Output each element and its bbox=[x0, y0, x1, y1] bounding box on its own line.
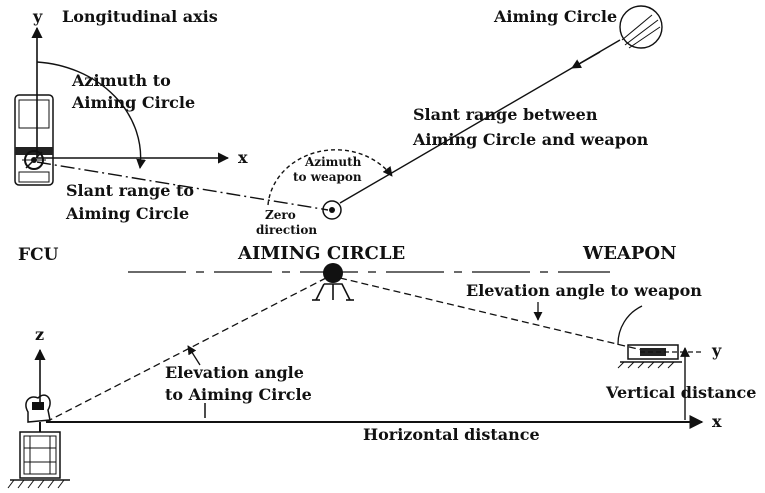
azimuth-to-ac-arc bbox=[36, 61, 146, 169]
y-axis-top-label: y bbox=[32, 7, 43, 26]
elevation-to-ac-arrow bbox=[187, 345, 201, 366]
elevation-line-to-ac bbox=[45, 277, 327, 423]
aiming-circle-top-label: Aiming Circle bbox=[493, 7, 617, 26]
z-axis-label: z bbox=[35, 325, 44, 344]
azimuth-to-ac-label-2: Aiming Circle bbox=[71, 93, 195, 112]
slant-range-between-label-1: Slant range between bbox=[413, 105, 598, 124]
azimuth-to-ac-label-1: Azimuth to bbox=[71, 71, 171, 90]
elevation-line-to-weapon bbox=[339, 277, 643, 351]
weapon-side-icon bbox=[617, 305, 682, 369]
fcu-top-view-icon bbox=[14, 94, 54, 186]
aiming-circle-top-icon bbox=[322, 200, 342, 220]
aiming-circle-side-icon bbox=[312, 263, 354, 301]
azimuth-to-weapon-label-1: Azimuth bbox=[304, 155, 362, 169]
weapon-label: WEAPON bbox=[582, 243, 677, 264]
zero-direction-label-1: Zero bbox=[265, 208, 296, 222]
aiming-circle-side-label: AIMING CIRCLE bbox=[237, 243, 405, 264]
longitudinal-axis-label: Longitudinal axis bbox=[62, 7, 218, 26]
vertical-distance-label: Vertical distance bbox=[605, 383, 756, 402]
zero-direction-label-2: direction bbox=[256, 223, 317, 237]
fcu-label: FCU bbox=[18, 245, 59, 265]
fcu-side-view-icon bbox=[7, 394, 70, 489]
slant-range-to-ac-label-2: Aiming Circle bbox=[65, 204, 189, 223]
x-axis-top-label: x bbox=[238, 148, 248, 167]
azimuth-to-weapon-label-2: to weapon bbox=[293, 170, 362, 184]
azimuth-to-weapon-arc bbox=[267, 149, 393, 206]
weapon-top-icon bbox=[619, 5, 663, 49]
elevation-to-weapon-label: Elevation angle to weapon bbox=[466, 281, 702, 300]
slant-range-between-label-2: Aiming Circle and weapon bbox=[412, 130, 649, 149]
x-axis-side-label: x bbox=[712, 412, 722, 431]
slant-range-between-arrow bbox=[571, 51, 601, 69]
elevation-to-ac-label-1: Elevation angle bbox=[165, 363, 304, 382]
slant-range-to-ac-line bbox=[36, 161, 329, 211]
horizontal-distance-label: Horizontal distance bbox=[363, 425, 540, 444]
y-axis-side-label: y bbox=[711, 341, 722, 360]
elevation-to-ac-label-2: to Aiming Circle bbox=[165, 385, 312, 404]
slant-range-to-ac-label-1: Slant range to bbox=[66, 181, 194, 200]
